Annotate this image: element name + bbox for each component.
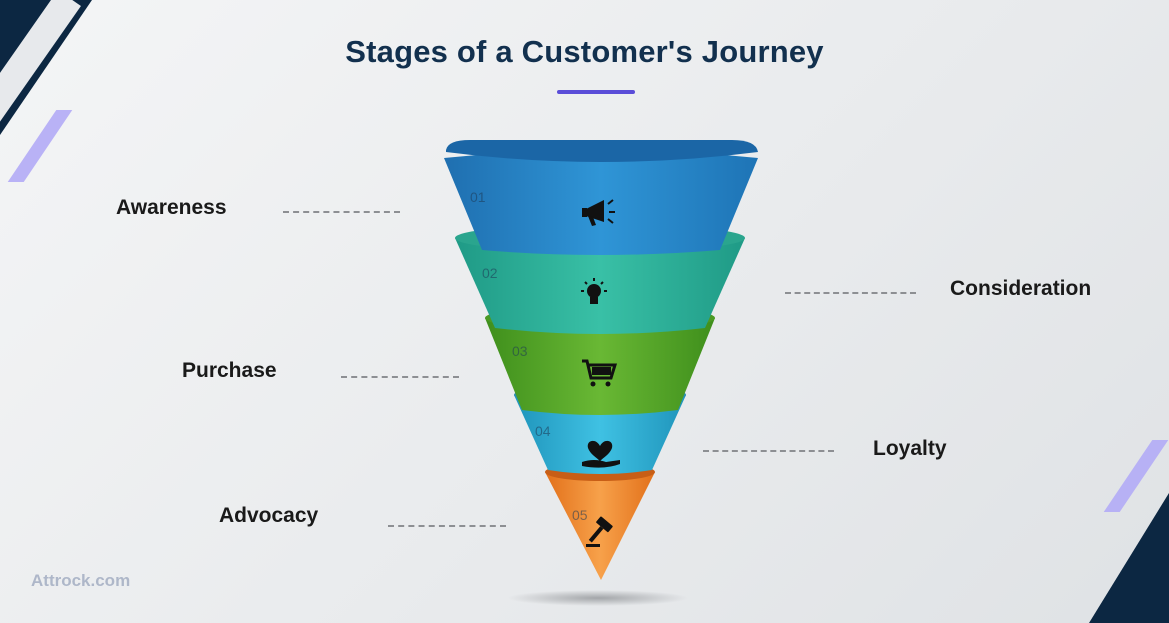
leader-line-advocacy xyxy=(388,525,506,527)
stage-label-consideration: Consideration xyxy=(950,277,1092,300)
leader-line-consideration xyxy=(785,292,916,294)
shopping-cart-icon xyxy=(582,359,618,387)
stage-number: 05 xyxy=(572,507,588,523)
gavel-icon xyxy=(586,516,613,547)
title-underline xyxy=(557,90,635,94)
stage-number: 03 xyxy=(512,343,528,359)
stage-label-loyalty: Loyalty xyxy=(873,437,947,460)
funnel-shadow xyxy=(508,590,688,606)
lightbulb-icon xyxy=(581,278,607,304)
leader-line-purchase xyxy=(341,376,459,378)
stage-label-purchase: Purchase xyxy=(182,359,277,382)
page-title: Stages of a Customer's Journey xyxy=(345,34,824,69)
brand-watermark: Attrock.com xyxy=(31,571,131,590)
stage-label-awareness: Awareness xyxy=(116,196,227,219)
funnel-stage-5: 05 xyxy=(545,463,655,580)
megaphone-icon xyxy=(582,199,615,226)
leader-line-loyalty xyxy=(703,450,834,452)
funnel-stage-1: 01 xyxy=(444,140,758,255)
stage-number: 02 xyxy=(482,265,498,281)
stage-number: 01 xyxy=(470,189,486,205)
stage-label-advocacy: Advocacy xyxy=(219,504,319,527)
leader-line-awareness xyxy=(283,211,400,213)
stage-number: 04 xyxy=(535,423,551,439)
heart-in-hand-icon xyxy=(582,440,620,468)
corner-decoration-bottom-right xyxy=(1089,493,1169,623)
